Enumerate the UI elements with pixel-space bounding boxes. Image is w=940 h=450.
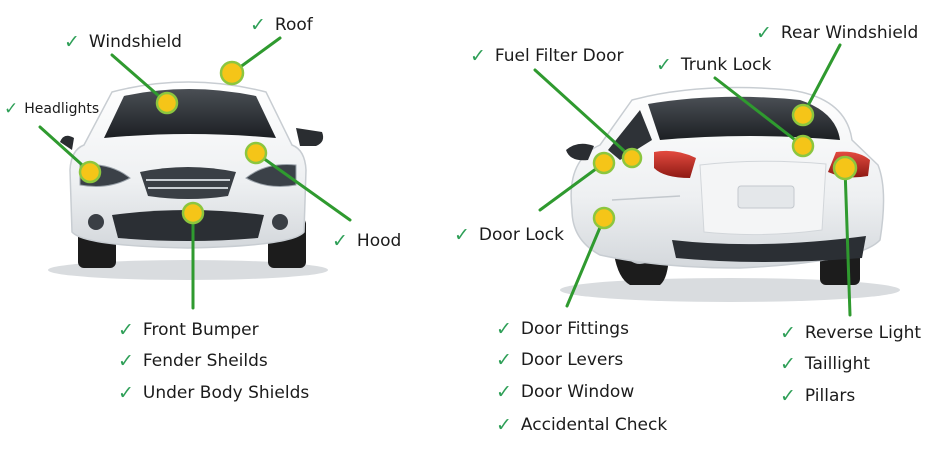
check-icon: ✓	[780, 322, 796, 344]
check-icon: ✓	[4, 99, 19, 119]
rear-windshield-label: ✓ Rear Windshield	[756, 22, 919, 44]
check-icon: ✓	[332, 230, 348, 252]
reverse-light-marker	[832, 155, 858, 181]
rear-windshield-leader	[801, 43, 842, 117]
front-car	[48, 81, 328, 280]
check-icon: ✓	[780, 353, 796, 375]
door-window-label: ✓ Door Window	[496, 381, 635, 403]
check-icon: ✓	[454, 224, 470, 246]
taillight-label: ✓ Taillight	[780, 353, 871, 375]
hood-label: ✓ Hood	[332, 230, 402, 252]
pillars-label: ✓ Pillars	[780, 385, 856, 407]
check-icon: ✓	[496, 318, 512, 340]
reverse-light-label: ✓ Reverse Light	[780, 322, 922, 344]
trunk-lock-marker	[791, 134, 815, 158]
windshield-marker	[155, 91, 179, 115]
reverse-light-leader	[843, 166, 852, 317]
check-icon: ✓	[656, 54, 672, 76]
door-fittings-label: ✓ Door Fittings	[496, 318, 629, 340]
door-lock-leader	[538, 161, 606, 212]
check-icon: ✓	[496, 414, 512, 436]
check-icon: ✓	[470, 45, 486, 67]
door-lock-marker	[592, 151, 616, 175]
fuel-filter-door-leader	[533, 68, 634, 160]
inspection-markers	[78, 60, 858, 230]
door-fittings-leader	[565, 216, 606, 308]
roof-marker	[219, 60, 245, 86]
door-lock-label: ✓ Door Lock	[454, 224, 564, 246]
fuel-filter-door-label: ✓ Fuel Filter Door	[470, 45, 624, 67]
under-body-shields-label: ✓ Under Body Shields	[118, 382, 310, 404]
front-bumper-marker	[181, 201, 205, 225]
check-icon: ✓	[756, 22, 772, 44]
hood-leader	[254, 151, 352, 222]
check-icon: ✓	[496, 381, 512, 403]
check-icon: ✓	[118, 319, 134, 341]
check-icon: ✓	[118, 382, 134, 404]
windshield-label: ✓ Windshield	[64, 31, 182, 53]
trunk-lock-leader	[713, 76, 805, 148]
fuel-filter-door-marker	[621, 147, 643, 169]
front-bumper-label: ✓ Front Bumper	[118, 319, 259, 341]
trunk-lock-label: ✓ Trunk Lock	[656, 54, 772, 76]
check-icon: ✓	[118, 350, 134, 372]
accidental-check-label: ✓ Accidental Check	[496, 414, 668, 436]
windshield-leader	[110, 53, 169, 105]
check-icon: ✓	[780, 385, 796, 407]
door-levers-label: ✓ Door Levers	[496, 349, 624, 371]
check-icon: ✓	[496, 349, 512, 371]
roof-label: ✓ Roof	[250, 14, 313, 36]
check-icon: ✓	[64, 31, 80, 53]
leader-lines	[38, 36, 852, 317]
rear-windshield-marker	[791, 103, 815, 127]
headlights-label: ✓ Headlights	[4, 99, 100, 119]
rear-car	[560, 86, 900, 302]
door-fittings-marker	[592, 206, 616, 230]
check-icon: ✓	[250, 14, 266, 36]
hood-marker	[244, 141, 268, 165]
headlights-marker	[78, 160, 102, 184]
fender-shields-label: ✓ Fender Sheilds	[118, 350, 268, 372]
